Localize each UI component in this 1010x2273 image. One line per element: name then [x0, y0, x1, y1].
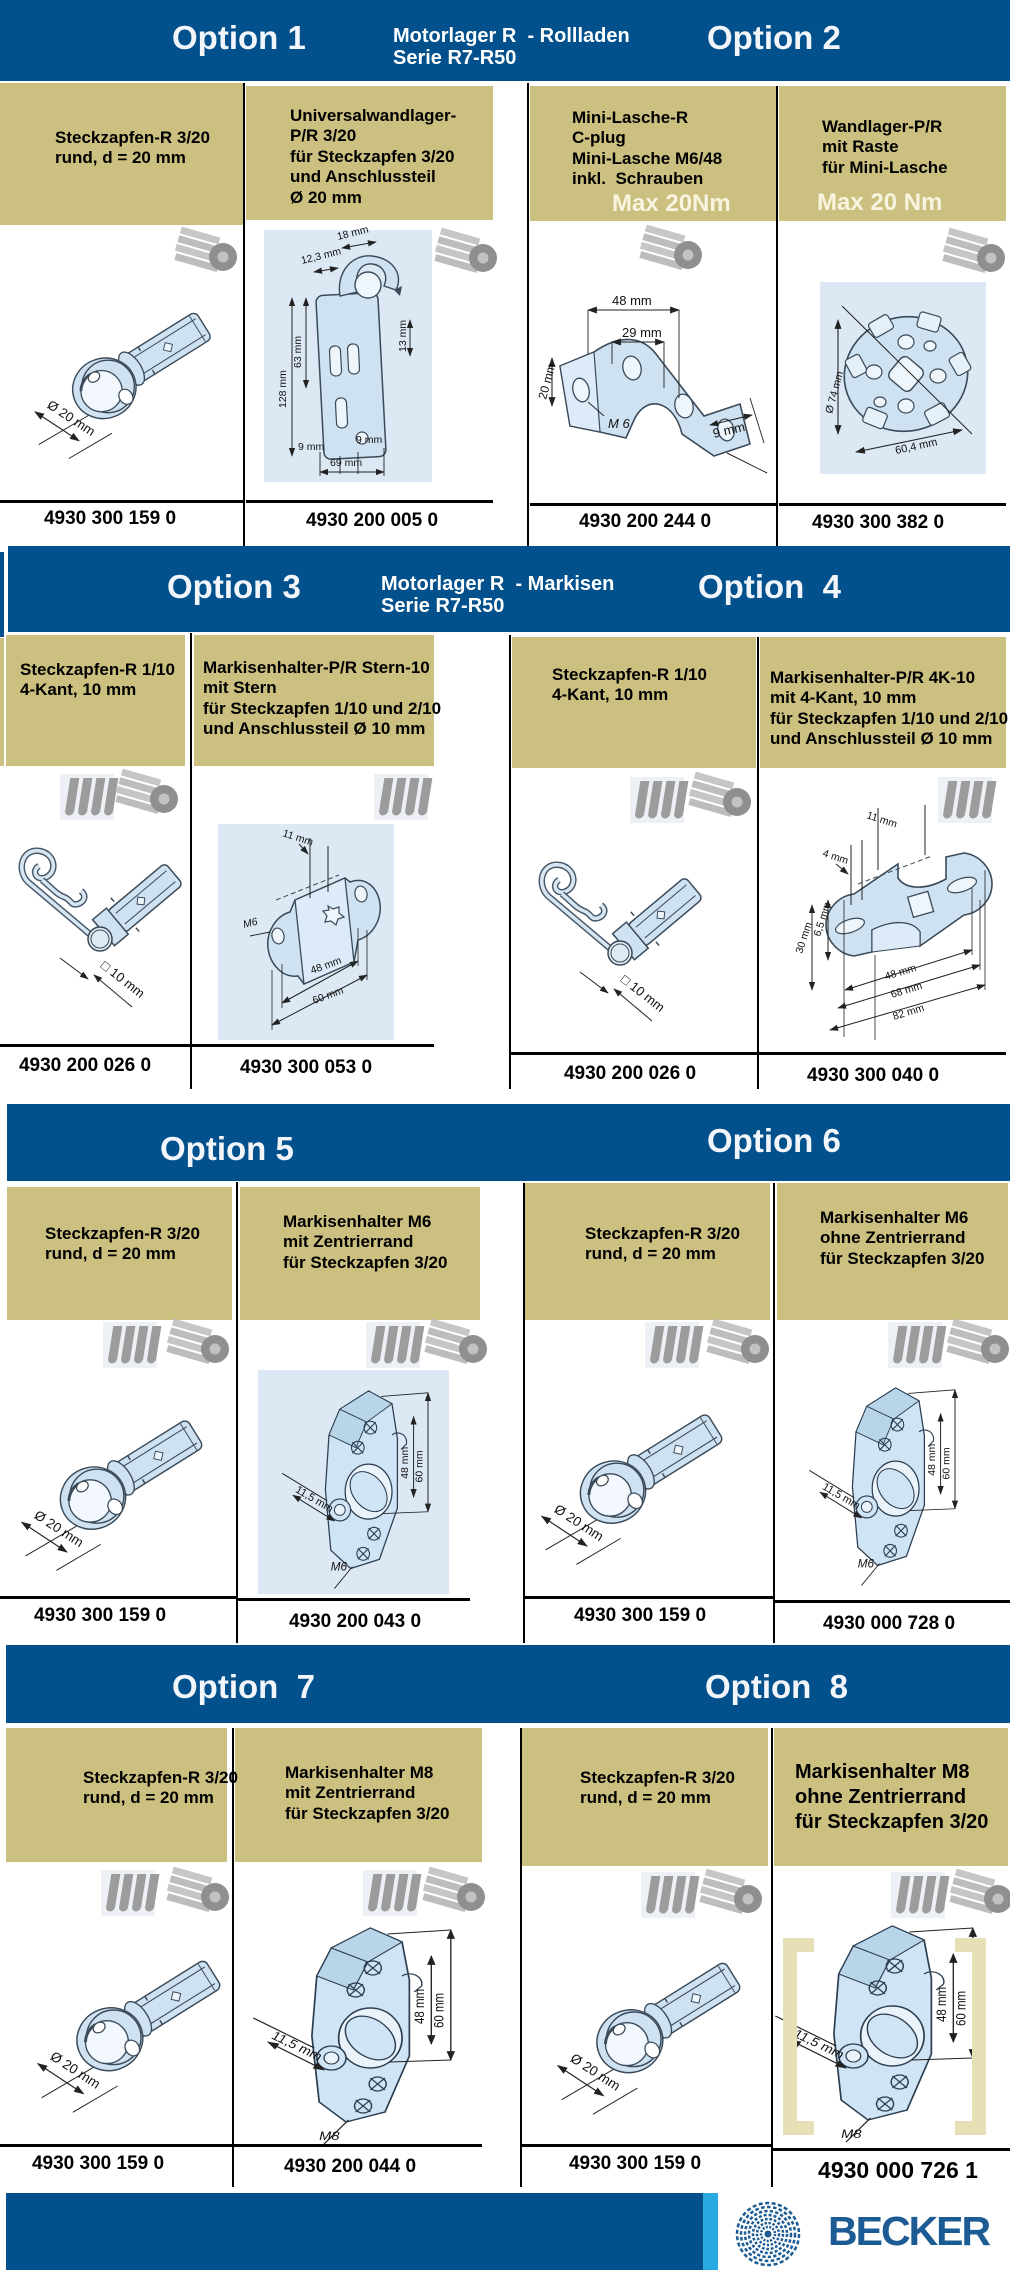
svg-text:29 mm: 29 mm: [622, 325, 662, 340]
svg-text:48 mm: 48 mm: [612, 293, 652, 308]
svg-text:11 mm: 11 mm: [865, 809, 899, 830]
svg-text:M8: M8: [841, 2127, 862, 2140]
svg-text:63 mm: 63 mm: [292, 336, 304, 368]
svg-text:Ø 74 mm: Ø 74 mm: [823, 370, 846, 415]
svg-text:4 mm: 4 mm: [821, 847, 850, 867]
svg-text:68 mm: 68 mm: [889, 980, 923, 1001]
svg-text:9 mm: 9 mm: [298, 441, 325, 453]
svg-text:9 mm: 9 mm: [356, 434, 383, 446]
svg-text:13 mm: 13 mm: [397, 320, 409, 352]
svg-text:12,3 mm: 12,3 mm: [300, 245, 343, 267]
svg-text:M6: M6: [331, 1560, 348, 1573]
svg-text:128 mm: 128 mm: [277, 370, 289, 408]
svg-text:M8: M8: [319, 2129, 340, 2142]
svg-text:9 mm: 9 mm: [711, 419, 746, 441]
svg-text:69 mm: 69 mm: [330, 457, 362, 469]
svg-text:18 mm: 18 mm: [336, 223, 370, 242]
svg-text:60 mm: 60 mm: [311, 984, 345, 1006]
svg-text:M 6: M 6: [608, 416, 630, 431]
svg-text:M6: M6: [242, 916, 259, 931]
svg-text:M6: M6: [858, 1557, 875, 1570]
svg-text:20 mm: 20 mm: [535, 362, 558, 401]
svg-text:48 mm: 48 mm: [883, 962, 917, 983]
svg-text:82 mm: 82 mm: [891, 1002, 925, 1023]
